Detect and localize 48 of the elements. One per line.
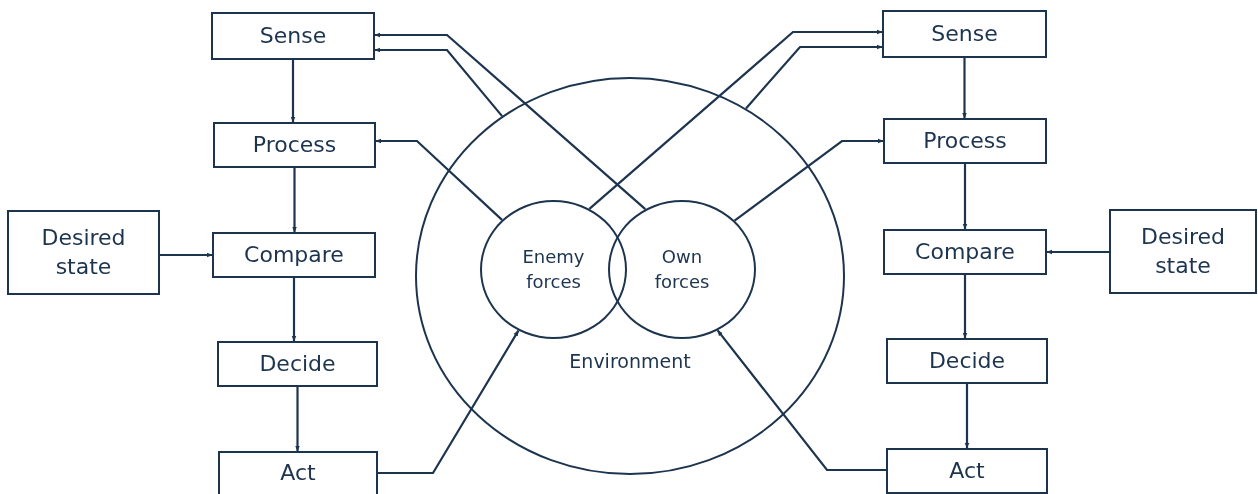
arrow [292,168,297,233]
process-box [7,210,160,295]
node-label: Desired state [1139,222,1227,280]
process-box [218,451,378,494]
node-label: Process [923,126,1007,155]
arrow [378,330,520,475]
process-box [211,12,375,60]
arrow [962,275,968,339]
arrow [962,58,967,119]
arrow [291,278,297,342]
process-box [886,338,1048,384]
node-label: Enemy forces [521,245,586,294]
node-label: Decide [928,346,1006,375]
process-box [883,229,1047,275]
arrow [374,32,647,210]
node-label: Process [252,130,337,159]
process-box [882,10,1047,58]
node-label: Own forces [653,245,711,294]
arrow [733,138,884,222]
process-box [212,232,376,278]
environment-circle [415,77,845,475]
node-label: Desired state [40,223,127,281]
process-box [883,118,1047,164]
node-label: Environment [568,349,692,374]
arrow [160,252,213,258]
arrow [295,387,300,452]
node-label: Act [949,456,985,485]
arrow [588,29,883,210]
arrow [962,164,968,230]
arrow [716,329,886,472]
process-box [886,448,1048,494]
arrow [374,47,503,117]
arrow [964,384,970,449]
arrow [745,44,883,110]
process-box [217,341,378,387]
arrow [290,60,296,123]
node-label: Sense [931,19,998,48]
forces-circle [608,200,756,339]
arrow [375,138,503,221]
node-label: Compare [244,240,344,269]
node-label: Sense [259,21,327,50]
node-label: Compare [915,237,1015,266]
node-label: Act [280,459,316,488]
arrow [1046,249,1109,255]
forces-circle [480,200,627,339]
process-box [213,122,376,168]
node-label: Decide [259,349,336,378]
process-box [1109,209,1257,294]
